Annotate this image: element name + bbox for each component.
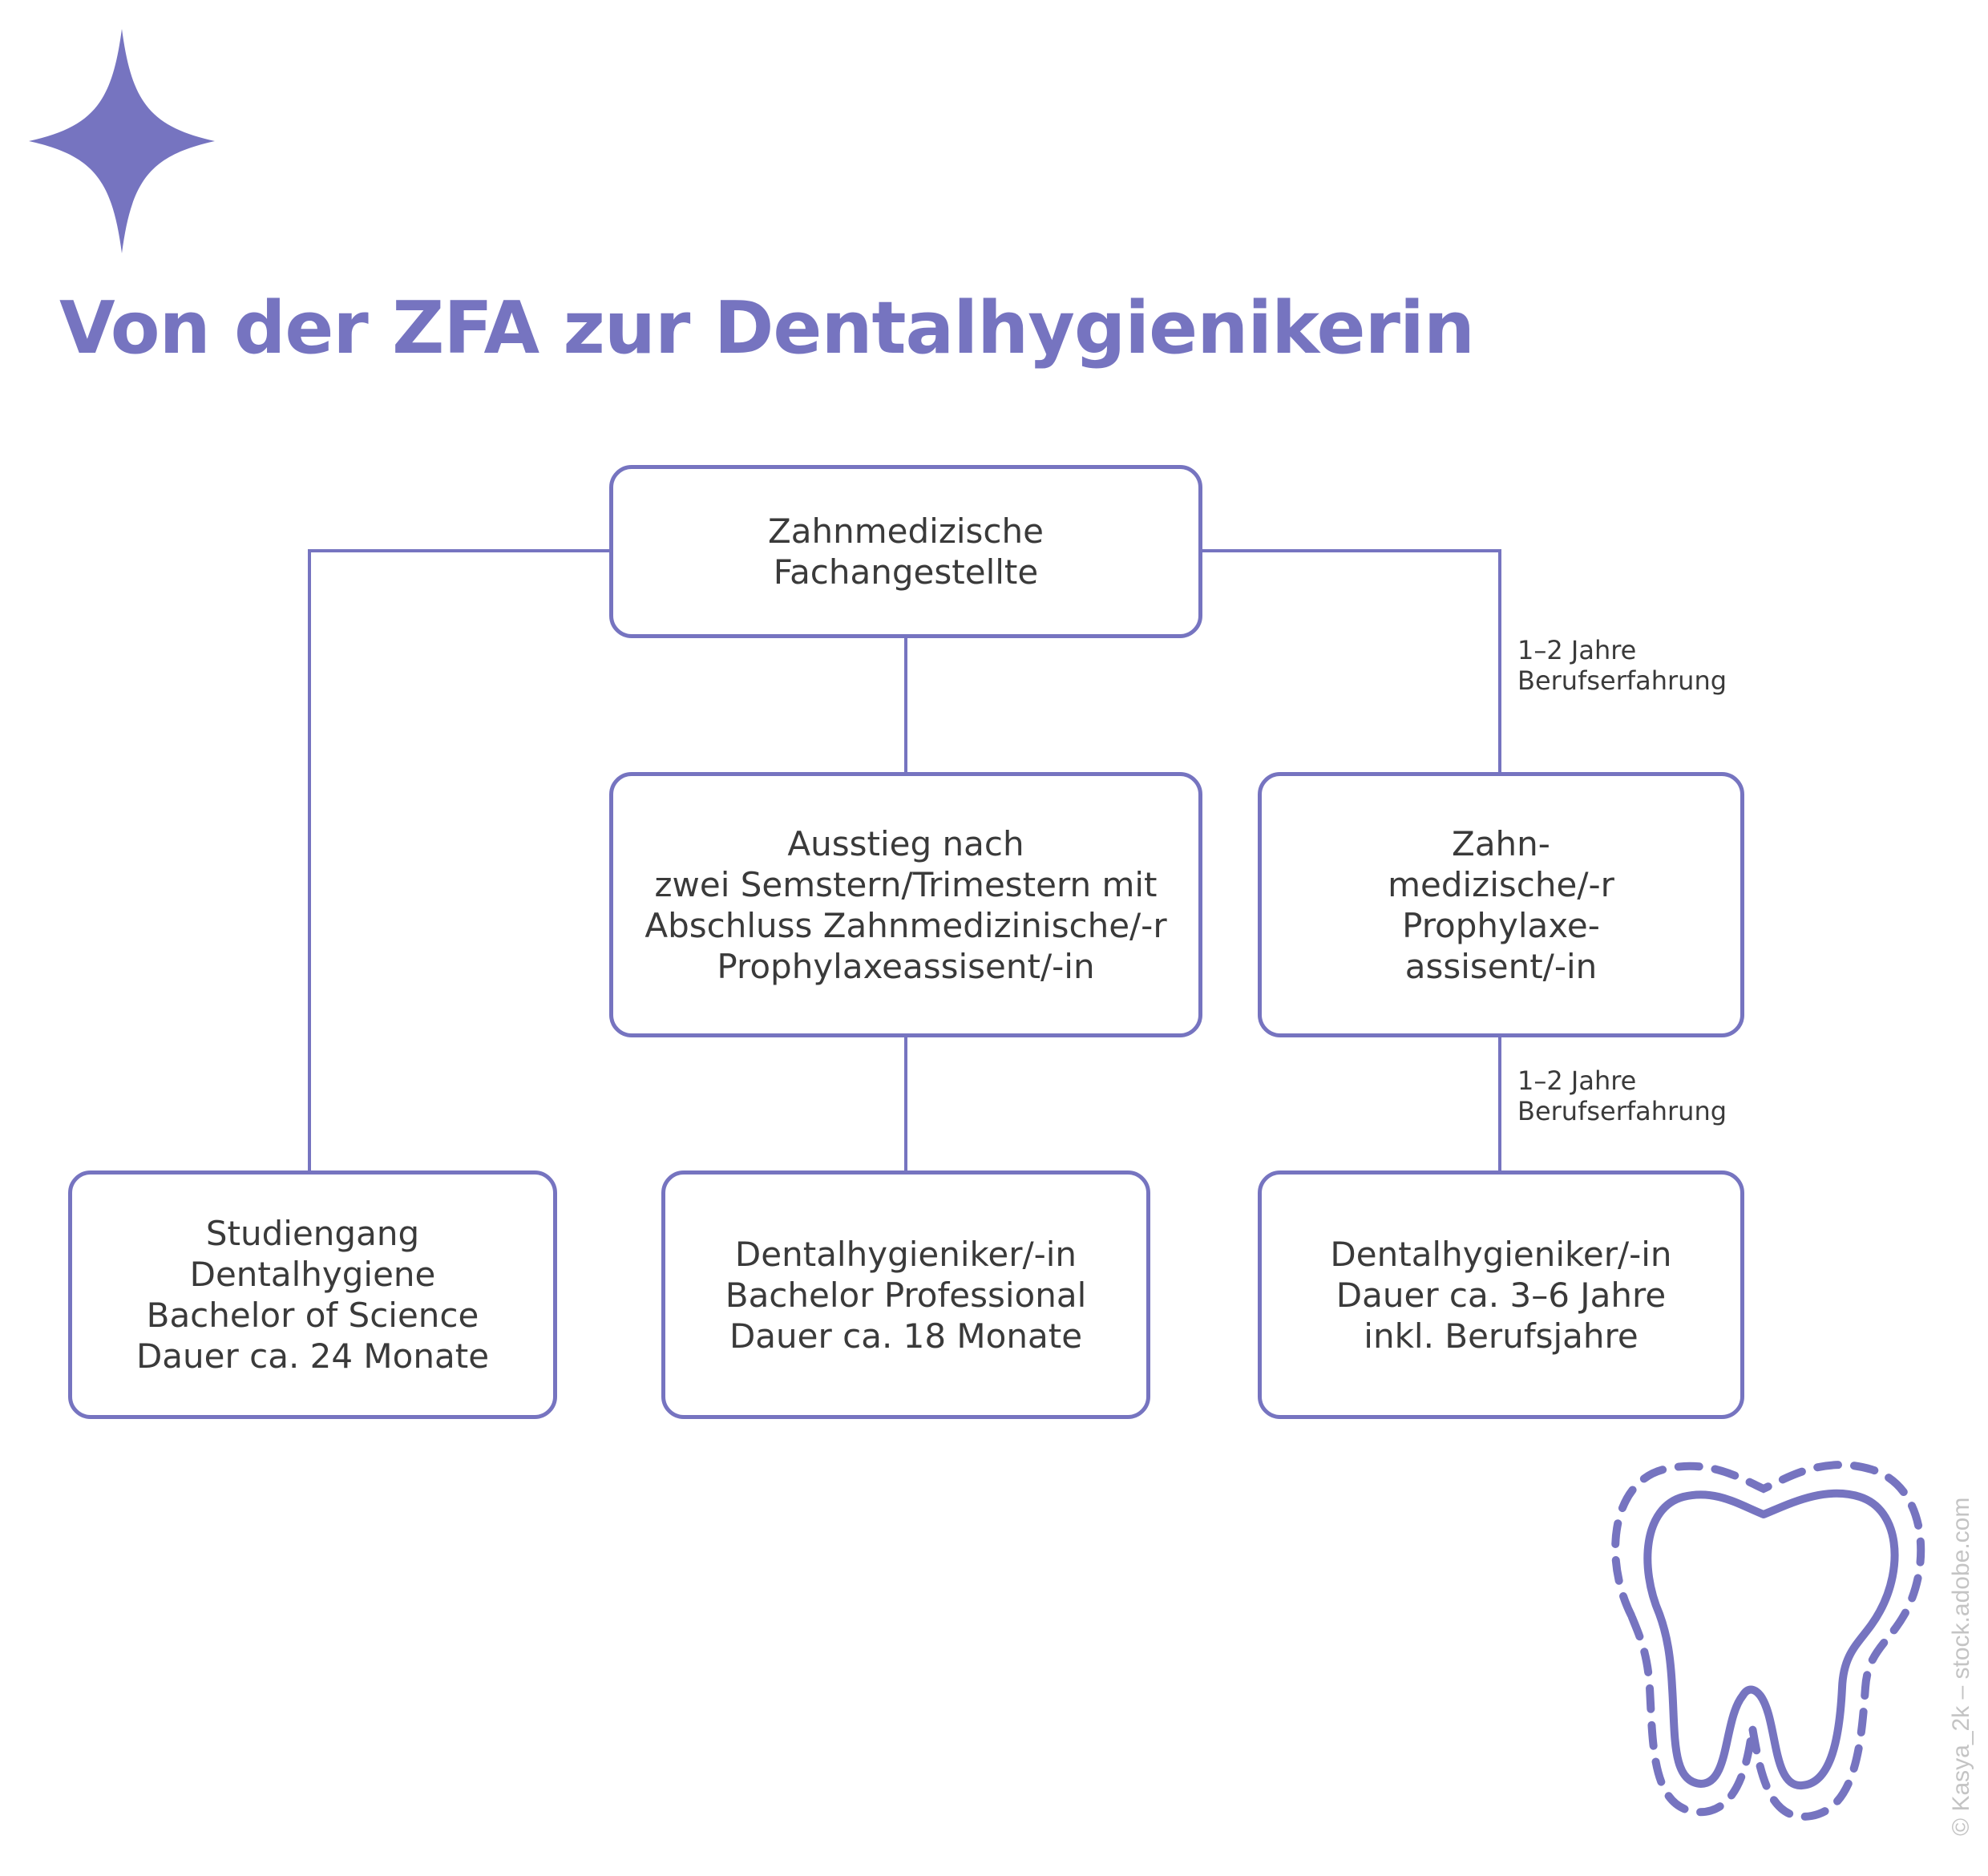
node-line: medizische/-r: [1388, 864, 1614, 904]
node-line: Dentalhygieniker/-in: [734, 1234, 1077, 1274]
node-line: zwei Semstern/Trimestern mit: [654, 864, 1158, 904]
node-line: assisent/-in: [1404, 946, 1598, 986]
node-line: Fachangestellte: [773, 552, 1039, 592]
node-zahnmedizinische-fachangestellte: Zahnmedizische Fachangestellte: [609, 465, 1202, 638]
node-line: Ausstieg nach: [787, 823, 1024, 863]
node-line: Bachelor Professional: [725, 1275, 1087, 1315]
node-bachelor-professional: Dentalhygieniker/-in Bachelor Profession…: [661, 1170, 1150, 1419]
node-line: Studiengang: [205, 1214, 420, 1253]
node-line: Prophylaxeassisent/-in: [717, 946, 1095, 986]
node-line: Bachelor of Science: [146, 1296, 479, 1335]
four-point-star-icon: [29, 29, 215, 253]
edge-label-line: Berufserfahrung: [1517, 665, 1727, 696]
edge-label-line: Berufserfahrung: [1517, 1096, 1727, 1126]
node-line: Abschluss Zahnmedizinische/-r: [644, 905, 1167, 945]
image-credit: © Kasya_2k – stock.adobe.com: [1948, 1497, 1974, 1836]
node-line: Dauer ca. 24 Monate: [135, 1336, 490, 1376]
edge-label-line: 1–2 Jahre: [1517, 635, 1637, 665]
node-line: Dauer ca. 3–6 Jahre: [1335, 1275, 1667, 1315]
page-title: Von der ZFA zur Dentalhygienikerin: [59, 286, 1475, 370]
connector-root-to-prophylaxe: [1200, 549, 1501, 774]
edge-label-berufserfahrung-top: 1–2 Jahre Berufserfahrung: [1517, 635, 1727, 696]
node-line: Dentalhygieniker/-in: [1330, 1234, 1672, 1274]
node-ausstieg: Ausstieg nach zwei Semstern/Trimestern m…: [609, 772, 1202, 1037]
node-line: Dentalhygiene: [189, 1255, 436, 1294]
node-dentalhygieniker-berufsjahre: Dentalhygieniker/-in Dauer ca. 3–6 Jahre…: [1258, 1170, 1744, 1419]
connector-root-to-studiengang: [308, 549, 611, 1172]
node-line: Dauer ca. 18 Monate: [729, 1316, 1083, 1356]
tooth-icon: [1611, 1461, 1925, 1821]
node-line: Zahn-: [1452, 823, 1550, 863]
node-line: Zahnmedizische: [768, 511, 1044, 551]
node-line: inkl. Berufsjahre: [1364, 1316, 1638, 1356]
edge-label-berufserfahrung-bottom: 1–2 Jahre Berufserfahrung: [1517, 1065, 1727, 1126]
node-line: Prophylaxe-: [1402, 905, 1600, 945]
node-prophylaxeassistent: Zahn- medizische/-r Prophylaxe- assisent…: [1258, 772, 1744, 1037]
node-studiengang: Studiengang Dentalhygiene Bachelor of Sc…: [68, 1170, 557, 1419]
edge-label-line: 1–2 Jahre: [1517, 1065, 1637, 1096]
